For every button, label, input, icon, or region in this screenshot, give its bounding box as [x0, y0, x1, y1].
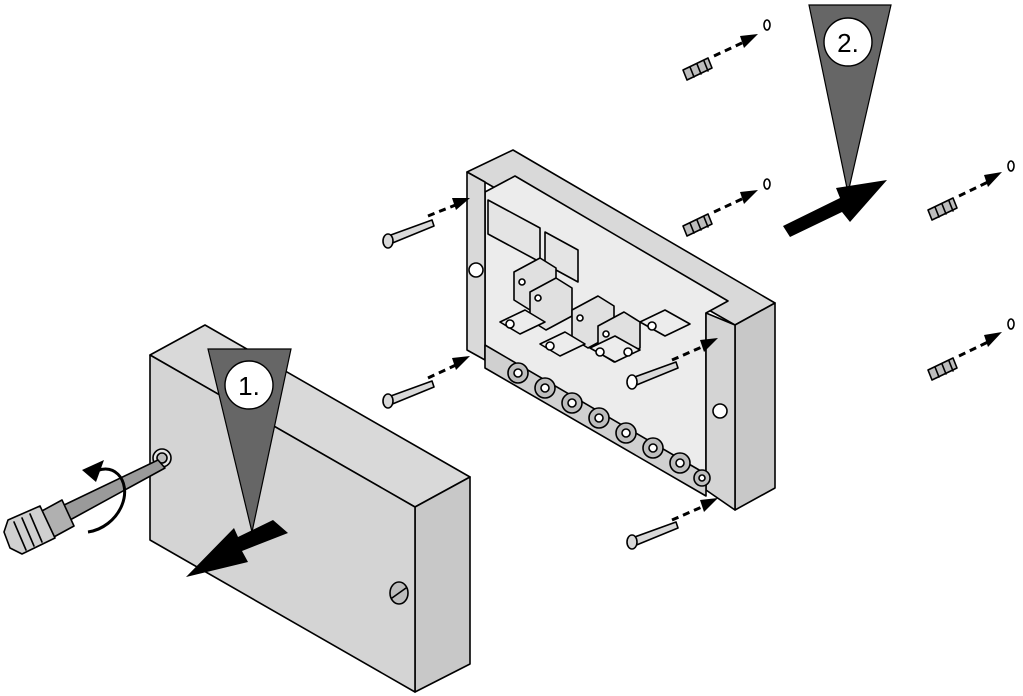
mount-arrow-icon — [783, 180, 887, 237]
screw-icon — [626, 498, 718, 550]
housing-cover-icon — [149, 324, 471, 693]
cable-gland-row — [507, 362, 711, 487]
rotate-arrow-icon — [82, 460, 127, 534]
screwdriver-icon — [3, 459, 166, 555]
wall-plug-icon — [682, 178, 771, 237]
screw-icon — [382, 198, 470, 249]
screw-icon — [626, 338, 718, 390]
step-1-pointer: 1. — [207, 348, 292, 533]
wall-plug-icon — [927, 318, 1015, 381]
remove-cover-arrow-icon — [186, 520, 288, 577]
screw-icon — [382, 356, 470, 409]
terminal-strip-icon — [499, 309, 691, 363]
junction-box-base-icon — [466, 149, 776, 511]
wall-plug-icon — [927, 160, 1015, 221]
step-2-label: 2. — [837, 28, 859, 58]
step-2-pointer: 2. — [808, 4, 892, 194]
cover-screw-icon — [389, 581, 409, 605]
step-1-label: 1. — [238, 371, 260, 401]
wall-plug-icon — [682, 19, 771, 81]
